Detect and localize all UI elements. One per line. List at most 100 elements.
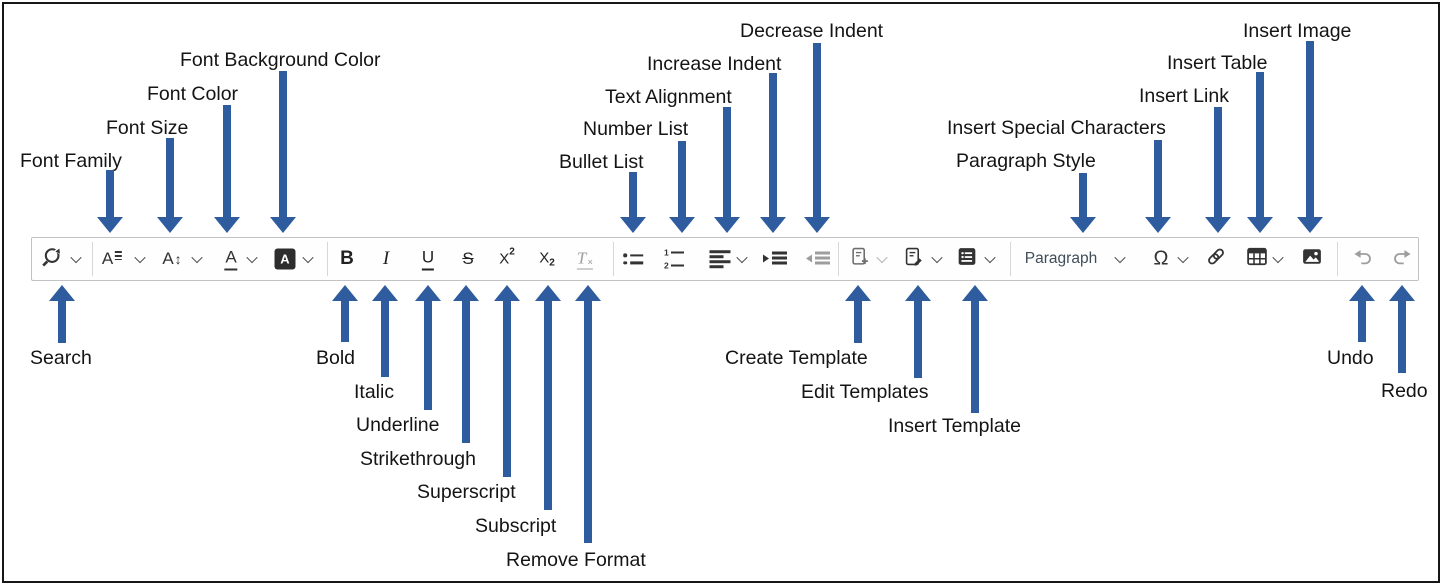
paragraph-style-dropdown[interactable]: Paragraph xyxy=(1024,250,1098,267)
edit-templates-icon xyxy=(905,247,924,271)
toolbar-separator xyxy=(613,242,614,276)
label-search: Search xyxy=(30,347,92,369)
remove-format-button[interactable]: T× xyxy=(576,248,594,270)
arrow-search xyxy=(49,285,75,343)
arrow-insert-template xyxy=(962,285,988,413)
insert-link-button[interactable] xyxy=(1206,246,1227,272)
text-alignment-chevron-icon[interactable] xyxy=(736,251,748,264)
arrow-superscript xyxy=(494,285,520,477)
arrow-font-color xyxy=(214,105,240,233)
label-insert-table: Insert Table xyxy=(1167,52,1268,74)
toolbar-separator xyxy=(1337,242,1338,276)
underline-button[interactable]: U xyxy=(421,248,435,271)
label-create-template: Create Template xyxy=(725,347,868,369)
arrow-bullet-list xyxy=(620,172,646,233)
arrow-paragraph-style xyxy=(1070,173,1096,233)
label-insert-link: Insert Link xyxy=(1139,85,1229,107)
increase-indent-button[interactable] xyxy=(763,251,787,267)
increase-indent-icon xyxy=(763,251,787,267)
font-size-button[interactable]: A ↕ xyxy=(162,249,181,269)
strikethrough-button[interactable]: S xyxy=(462,249,474,268)
arrow-strikethrough xyxy=(453,285,479,443)
bold-button[interactable]: B xyxy=(340,248,354,269)
arrow-underline xyxy=(415,285,441,410)
paragraph-style-chevron-icon[interactable] xyxy=(1114,251,1126,264)
italic-button[interactable]: I xyxy=(382,248,390,269)
label-text-alignment: Text Alignment xyxy=(605,86,732,108)
insert-special-characters-button[interactable]: Ω xyxy=(1153,247,1169,270)
decrease-indent-button[interactable] xyxy=(806,251,830,267)
image-icon xyxy=(1302,247,1322,272)
toolbar-separator xyxy=(327,242,328,276)
insert-template-chevron-icon[interactable] xyxy=(984,251,996,264)
font-color-chevron-icon[interactable] xyxy=(246,251,258,264)
arrow-remove-format xyxy=(575,285,601,543)
font-background-color-chevron-icon[interactable] xyxy=(302,251,314,264)
search-chevron-icon[interactable] xyxy=(70,251,82,264)
toolbar-separator xyxy=(92,242,93,276)
label-increase-indent: Increase Indent xyxy=(647,53,782,75)
arrow-text-alignment xyxy=(714,107,740,233)
edit-templates-button[interactable] xyxy=(905,247,924,271)
label-font-size: Font Size xyxy=(106,117,189,139)
search-button[interactable] xyxy=(40,245,63,273)
arrow-font-background-color xyxy=(270,71,296,233)
arrow-insert-image xyxy=(1297,41,1323,233)
text-alignment-button[interactable] xyxy=(709,250,731,268)
label-superscript: Superscript xyxy=(417,481,516,503)
redo-button[interactable] xyxy=(1392,248,1412,271)
arrow-insert-special-characters xyxy=(1145,140,1171,233)
label-subscript: Subscript xyxy=(475,515,557,537)
insert-special-characters-chevron-icon[interactable] xyxy=(1177,251,1189,264)
font-color-button[interactable]: A xyxy=(224,248,238,271)
undo-button[interactable] xyxy=(1353,248,1373,271)
arrow-number-list xyxy=(669,141,695,233)
arrow-increase-indent xyxy=(760,73,786,233)
label-insert-special-characters: Insert Special Characters xyxy=(947,117,1166,139)
label-undo: Undo xyxy=(1327,347,1374,369)
arrow-font-family xyxy=(97,170,123,233)
arrow-create-template xyxy=(845,285,871,343)
arrow-edit-templates xyxy=(905,285,931,378)
toolbar-separator xyxy=(1010,242,1011,276)
font-background-color-button[interactable]: A xyxy=(274,248,296,270)
label-decrease-indent: Decrease Indent xyxy=(740,20,884,42)
label-strikethrough: Strikethrough xyxy=(360,448,476,470)
table-icon xyxy=(1247,247,1267,272)
redo-icon xyxy=(1392,248,1412,271)
bullet-list-button[interactable] xyxy=(623,253,643,265)
arrow-insert-table xyxy=(1247,72,1273,233)
text-alignment-icon xyxy=(709,250,731,268)
insert-table-button[interactable] xyxy=(1247,247,1267,272)
edit-templates-chevron-icon[interactable] xyxy=(931,251,943,264)
label-font-color: Font Color xyxy=(147,83,239,105)
remove-format-icon: T× xyxy=(576,248,594,270)
create-template-chevron-icon[interactable] xyxy=(876,251,888,264)
insert-template-icon xyxy=(957,247,977,272)
label-bold: Bold xyxy=(316,347,356,369)
create-template-icon xyxy=(851,247,870,271)
font-family-icon: A xyxy=(102,249,123,269)
label-redo: Redo xyxy=(1381,380,1428,402)
insert-template-button[interactable] xyxy=(957,247,977,272)
label-insert-image: Insert Image xyxy=(1243,20,1352,42)
decrease-indent-icon xyxy=(806,251,830,267)
insert-table-chevron-icon[interactable] xyxy=(1272,251,1284,264)
insert-image-button[interactable] xyxy=(1302,247,1322,272)
label-edit-templates: Edit Templates xyxy=(801,381,929,403)
arrow-italic xyxy=(372,285,398,377)
font-family-chevron-icon[interactable] xyxy=(134,251,146,264)
number-list-button[interactable]: 1 2 xyxy=(664,248,684,270)
font-background-color-icon: A xyxy=(274,248,296,270)
create-template-button[interactable] xyxy=(851,247,870,271)
font-family-button[interactable]: A xyxy=(102,249,123,269)
arrow-bold xyxy=(332,285,358,342)
label-number-list: Number List xyxy=(583,118,689,140)
font-size-chevron-icon[interactable] xyxy=(191,251,203,264)
link-icon xyxy=(1206,246,1227,272)
arrow-insert-link xyxy=(1205,107,1231,233)
